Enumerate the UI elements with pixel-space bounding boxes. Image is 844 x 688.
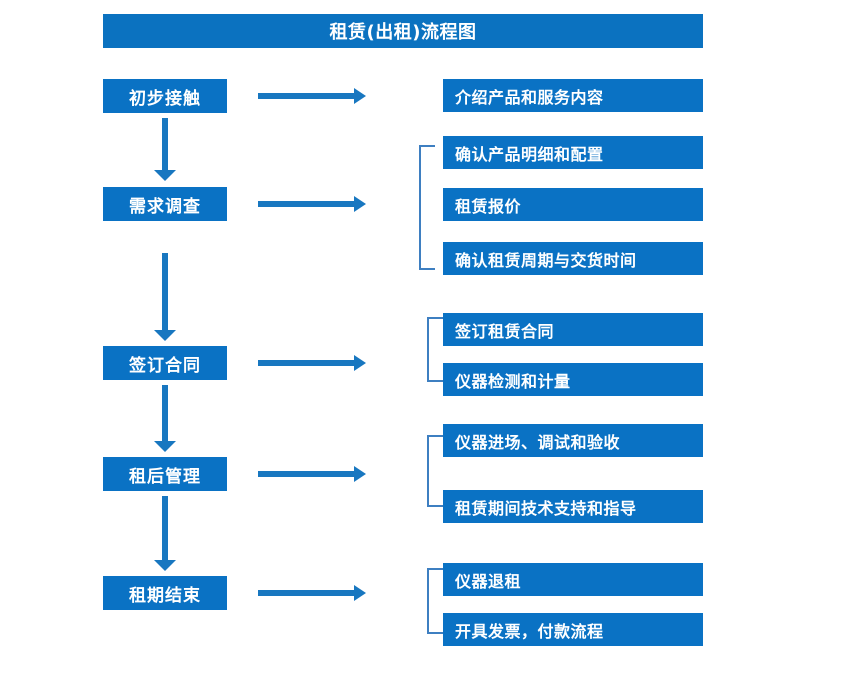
group-bracket-3 — [427, 317, 443, 382]
detail-box-7[interactable]: 仪器进场、调试和验收 — [443, 424, 703, 457]
arrow-stem — [258, 471, 354, 477]
arrow-stem — [258, 93, 354, 99]
arrow-stem — [162, 385, 168, 441]
detail-box-1[interactable]: 介绍产品和服务内容 — [443, 79, 703, 112]
stage-box-1[interactable]: 初步接触 — [103, 79, 227, 113]
stage-box-4[interactable]: 租后管理 — [103, 457, 227, 491]
detail-box-4[interactable]: 确认租赁周期与交货时间 — [443, 242, 703, 275]
arrow-stem — [258, 360, 354, 366]
right-arrow-3 — [258, 355, 366, 371]
arrow-stem — [258, 201, 354, 207]
right-arrow-1 — [258, 88, 366, 104]
arrow-head — [354, 466, 366, 482]
detail-box-10[interactable]: 开具发票，付款流程 — [443, 613, 703, 646]
detail-box-3[interactable]: 租赁报价 — [443, 188, 703, 221]
arrow-head — [354, 355, 366, 371]
arrow-head — [354, 88, 366, 104]
detail-box-6[interactable]: 仪器检测和计量 — [443, 363, 703, 396]
group-bracket-5 — [427, 568, 443, 634]
arrow-head — [154, 170, 176, 181]
right-arrow-4 — [258, 466, 366, 482]
arrow-head — [154, 560, 176, 571]
stage-box-3[interactable]: 签订合同 — [103, 346, 227, 380]
arrow-head — [154, 330, 176, 341]
down-arrow-3-to-4 — [150, 385, 180, 452]
stage-box-5[interactable]: 租期结束 — [103, 576, 227, 610]
page-title: 租赁(出租)流程图 — [103, 14, 703, 48]
down-arrow-2-to-3 — [150, 253, 180, 341]
arrow-head — [354, 585, 366, 601]
arrow-stem — [258, 590, 354, 596]
detail-box-5[interactable]: 签订租赁合同 — [443, 313, 703, 346]
stage-box-2[interactable]: 需求调查 — [103, 187, 227, 221]
detail-box-8[interactable]: 租赁期间技术支持和指导 — [443, 490, 703, 523]
arrow-stem — [162, 118, 168, 170]
right-arrow-5 — [258, 585, 366, 601]
group-bracket-2 — [419, 145, 435, 270]
arrow-head — [354, 196, 366, 212]
group-bracket-4 — [427, 435, 443, 507]
right-arrow-2 — [258, 196, 366, 212]
down-arrow-4-to-5 — [150, 496, 180, 571]
detail-box-2[interactable]: 确认产品明细和配置 — [443, 136, 703, 169]
arrow-stem — [162, 253, 168, 330]
detail-box-9[interactable]: 仪器退租 — [443, 563, 703, 596]
arrow-head — [154, 441, 176, 452]
arrow-stem — [162, 496, 168, 560]
down-arrow-1-to-2 — [150, 118, 180, 181]
